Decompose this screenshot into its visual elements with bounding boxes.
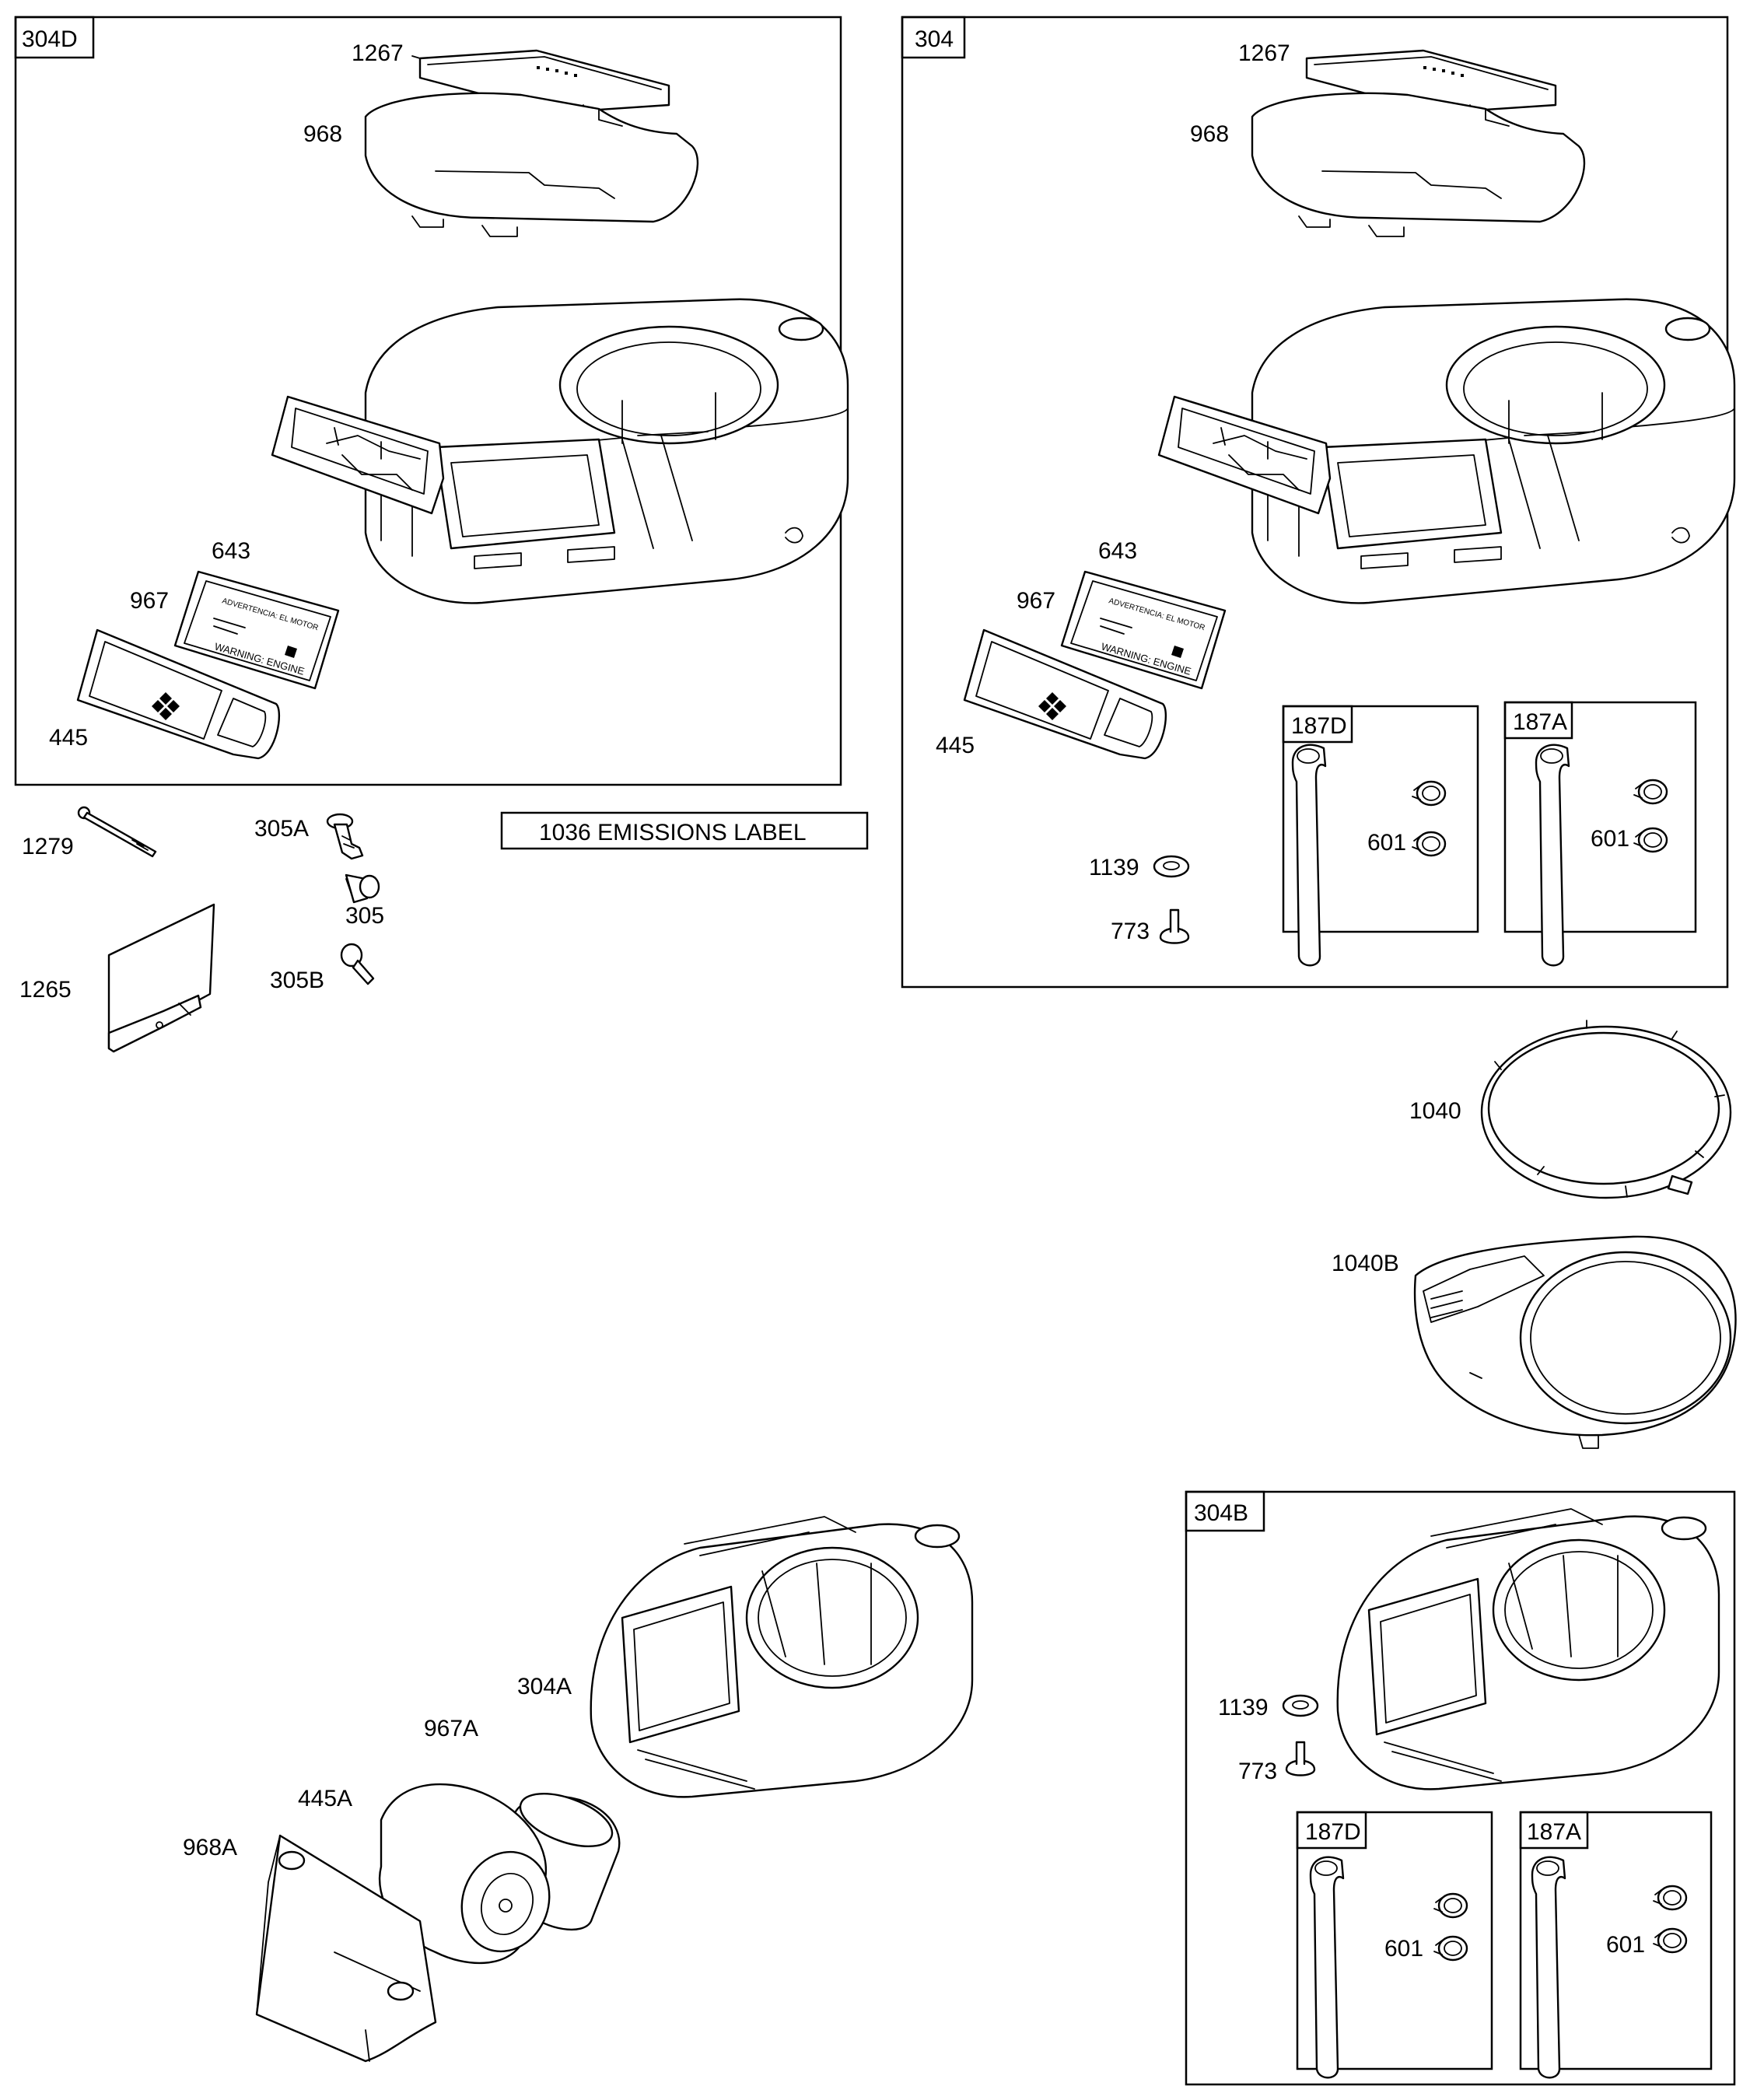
part-1279-bolt — [77, 806, 157, 858]
kit-187A-tag-b: 187A — [1527, 1819, 1581, 1845]
part-967-element — [173, 570, 340, 690]
callout-1279: 1279 — [22, 834, 74, 859]
part-968-cover-b — [1251, 92, 1586, 238]
kit-304-tag: 304 — [915, 26, 954, 52]
callout-773: 773 — [1111, 919, 1150, 944]
callout-305: 305 — [345, 903, 384, 929]
part-305-screw — [345, 873, 380, 904]
kit-187D-frame-b — [1296, 1811, 1493, 2070]
callout-967-b: 967 — [1017, 588, 1055, 614]
part-clamp-601-upper — [1411, 780, 1447, 807]
part-304B-housing — [1336, 1508, 1720, 1790]
kit-304B-frame — [1185, 1490, 1736, 2086]
part-1139-washer — [1153, 855, 1190, 878]
callout-445-b: 445 — [936, 733, 975, 758]
callout-967A: 967A — [424, 1716, 478, 1741]
callout-1040: 1040 — [1409, 1098, 1461, 1124]
part-1265-bracket — [107, 903, 215, 1053]
kit-187A-tag-box — [1503, 701, 1573, 740]
emissions-label: 1036 EMISSIONS LABEL — [539, 820, 807, 845]
callout-601-c: 601 — [1384, 1936, 1423, 1962]
callout-1265: 1265 — [19, 977, 72, 1003]
kit-187D-frame — [1282, 705, 1479, 933]
callout-643-b: 643 — [1098, 538, 1137, 564]
part-hose-187A-b — [1531, 1856, 1566, 2079]
part-305B-screw — [340, 943, 375, 985]
kit-187A-frame-b — [1519, 1811, 1713, 2070]
part-773-pin-c — [1285, 1741, 1316, 1776]
kit-187D-tag-box — [1282, 705, 1353, 744]
callout-305B: 305B — [270, 968, 324, 993]
callout-305A: 305A — [254, 816, 309, 842]
callout-601-b: 601 — [1591, 826, 1629, 852]
callout-1267: 1267 — [352, 40, 404, 66]
part-967A-filter — [503, 1793, 621, 1931]
part-clamp-601-lower — [1411, 831, 1447, 857]
kit-304B-tag: 304B — [1194, 1500, 1248, 1526]
part-968-cover — [364, 92, 699, 238]
kit-304B-tag-box — [1185, 1490, 1265, 1532]
part-967-element-b — [1060, 570, 1227, 690]
callout-1139-c: 1139 — [1218, 1695, 1269, 1720]
part-clamp-601-c1 — [1433, 1892, 1468, 1919]
emissions-label-box — [500, 811, 869, 850]
part-304A-housing — [590, 1516, 974, 1798]
callout-967: 967 — [130, 588, 169, 614]
part-1040B-shroud — [1413, 1235, 1737, 1449]
kit-304D-tag-box — [14, 16, 95, 59]
callout-445A: 445A — [298, 1786, 352, 1811]
callout-445: 445 — [49, 725, 88, 751]
callout-968A: 968A — [183, 1835, 237, 1860]
part-305A-screw — [326, 813, 364, 860]
part-1040-ring — [1480, 1020, 1732, 1199]
kit-187A-frame — [1503, 701, 1697, 933]
part-clamp-601-d1 — [1652, 1885, 1688, 1911]
kit-304D-tag: 304D — [22, 26, 78, 52]
kit-304-tag-box — [901, 16, 966, 59]
kit-187D-tag: 187D — [1291, 713, 1347, 739]
callout-968: 968 — [303, 121, 342, 147]
callout-601-d: 601 — [1606, 1932, 1645, 1958]
callout-1040B: 1040B — [1332, 1251, 1399, 1276]
part-clamp-601-c2 — [1433, 1935, 1468, 1962]
part-clamp-601-d2 — [1652, 1927, 1688, 1954]
part-773-pin — [1159, 908, 1190, 944]
callout-643: 643 — [212, 538, 250, 564]
part-445A-precleaner — [378, 1783, 551, 1965]
part-hose-187D-b — [1309, 1856, 1345, 2079]
kit-187D-tag-box-b — [1296, 1811, 1367, 1850]
callout-1267-b: 1267 — [1238, 40, 1290, 66]
callout-1139: 1139 — [1089, 855, 1139, 880]
part-clamp-601-lower-b — [1633, 827, 1668, 853]
part-clamp-601-upper-b — [1633, 779, 1668, 805]
callout-601-a: 601 — [1367, 830, 1406, 856]
kit-187A-tag-box-b — [1519, 1811, 1589, 1850]
callout-773-c: 773 — [1238, 1759, 1277, 1784]
part-1139-washer-c — [1282, 1694, 1319, 1717]
callout-304A: 304A — [517, 1674, 572, 1699]
kit-187A-tag: 187A — [1513, 709, 1567, 735]
part-968A-cover — [255, 1834, 437, 2063]
kit-187D-tag-b: 187D — [1305, 1819, 1361, 1845]
callout-968-b: 968 — [1190, 121, 1229, 147]
